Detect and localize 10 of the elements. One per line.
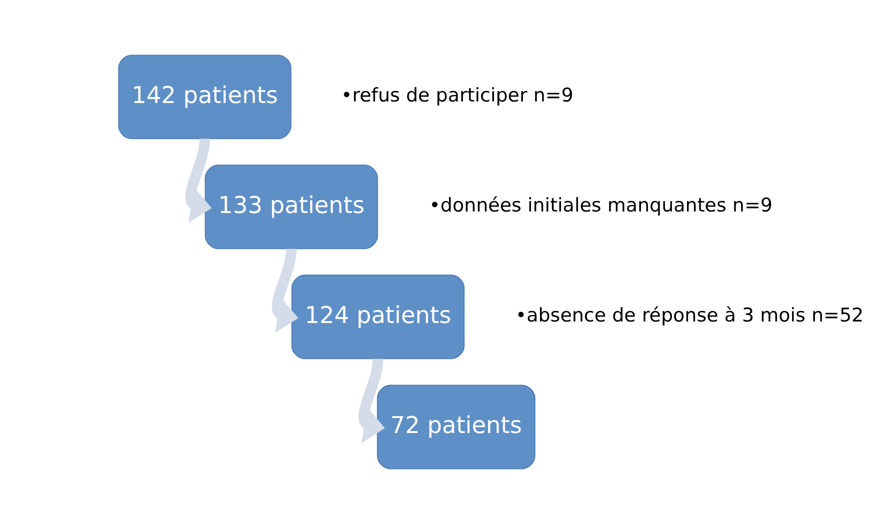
arrow: [272, 248, 298, 333]
arrow: [358, 358, 385, 443]
node-label: •refus de participer n=9: [341, 84, 574, 107]
node-box: 124 patients: [291, 274, 465, 360]
node-box: 142 patients: [118, 54, 292, 140]
node-label: •absence de réponse à 3 mois n=52: [515, 304, 864, 327]
node-box: 133 patients: [204, 164, 378, 250]
arrow: [185, 138, 212, 223]
node-label: •données initiales manquantes n=9: [429, 194, 772, 217]
node-box: 72 patients: [376, 384, 536, 470]
